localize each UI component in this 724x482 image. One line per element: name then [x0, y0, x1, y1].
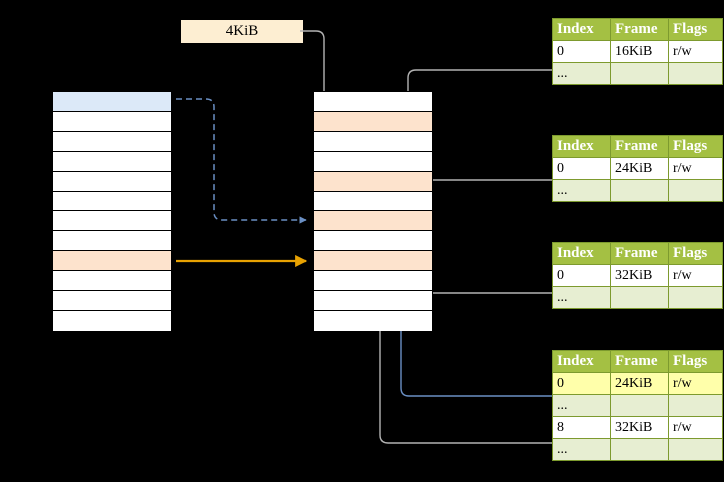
- virtual-page-row-3: [53, 151, 171, 172]
- page-table-4-r2-flags: r/w: [668, 416, 723, 439]
- page-table-3-r1-index: ...: [552, 286, 611, 309]
- page-table-4-header-flags: Flags: [668, 350, 723, 373]
- page-table-2-r0-index: 0: [552, 157, 611, 180]
- page-size-text: 4KiB: [225, 23, 259, 39]
- page-table-4-r2-index: 8: [552, 416, 611, 439]
- page-table-4-r1-frame: [610, 394, 669, 417]
- page-table-4-r0-flags: r/w: [668, 372, 723, 395]
- page-table-1-header-frame: Frame: [610, 18, 669, 41]
- connector-table4-row0-to-frame: [397, 223, 552, 397]
- page-table-2-r0-flags: r/w: [668, 157, 723, 180]
- page-table-1-r1-index: ...: [552, 62, 611, 85]
- physical-frame-row-6: [314, 211, 432, 232]
- virtual-page-row-1: [53, 111, 171, 132]
- page-table-3-header-flags: Flags: [668, 242, 723, 265]
- virtual-page-row-5: [53, 191, 171, 212]
- page-table-1-header-flags: Flags: [668, 18, 723, 41]
- page-table-4-r2-frame: 32KiB: [610, 416, 669, 439]
- page-table-3-r0-index: 0: [552, 264, 611, 287]
- physical-frame-row-9: [314, 271, 432, 292]
- table-row: ...: [552, 179, 723, 202]
- physical-frame-row-5: [314, 191, 432, 212]
- virtual-page-row-10: [53, 291, 171, 311]
- connector-table2-to-frame: [420, 179, 552, 219]
- connector-virtual-blue-page: [176, 98, 307, 224]
- page-table-1-header-index: Index: [552, 18, 611, 41]
- page-table-4-r3-frame: [610, 438, 669, 461]
- page-table-2-header-index: Index: [552, 135, 611, 158]
- physical-frame-row-0: [314, 92, 432, 112]
- page-table-4-r0-frame: 24KiB: [610, 372, 669, 395]
- page-table-4-r1-index: ...: [552, 394, 611, 417]
- physical-frame-row-10: [314, 291, 432, 311]
- page-table-2-r1-index: ...: [552, 179, 611, 202]
- connector-table1-to-frame: [404, 69, 552, 179]
- page-table-3-header-frame: Frame: [610, 242, 669, 265]
- virtual-page-row-2: [53, 131, 171, 152]
- page-table-2-header-frame: Frame: [610, 135, 669, 158]
- physical-frame-row-8: [314, 251, 432, 272]
- page-table-2-r0-frame: 24KiB: [610, 157, 669, 180]
- connector-pagesize-to-frame: [300, 30, 328, 113]
- page-table-4-header-frame: Frame: [610, 350, 669, 373]
- page-table-3-r0-frame: 32KiB: [610, 264, 669, 287]
- virtual-page-row-4: [53, 171, 171, 192]
- virtual-page-row-9: [53, 271, 171, 292]
- page-table-2-header-flags: Flags: [668, 135, 723, 158]
- table-row: ...: [552, 438, 723, 461]
- page-table-1-r0-frame: 16KiB: [610, 40, 669, 63]
- page-table-3-r0-flags: r/w: [668, 264, 723, 287]
- connector-table3-to-frame: [420, 267, 552, 294]
- virtual-address-space-column: [52, 91, 172, 331]
- page-table-2-r1-frame: [610, 179, 669, 202]
- page-table-3-header-index: Index: [552, 242, 611, 265]
- virtual-page-row-7: [53, 231, 171, 252]
- page-table-1-r1-frame: [610, 62, 669, 85]
- page-table-1-r0-index: 0: [552, 40, 611, 63]
- page-table-1-r1-flags: [668, 62, 723, 85]
- physical-frame-row-2: [314, 131, 432, 152]
- page-table-4-header-index: Index: [552, 350, 611, 373]
- page-size-label: 4KiB: [181, 20, 303, 43]
- page-table-3-r1-flags: [668, 286, 723, 309]
- virtual-page-row-11: [53, 310, 171, 331]
- physical-frame-row-11: [314, 310, 432, 331]
- physical-frame-row-4: [314, 171, 432, 192]
- table-row: ...: [552, 62, 723, 85]
- connector-table4-row8-to-frame: [376, 267, 552, 444]
- page-table-2-r1-flags: [668, 179, 723, 202]
- page-table-4-r0-index: 0: [552, 372, 611, 395]
- page-table-4-r1-flags: [668, 394, 723, 417]
- table-row: ...: [552, 394, 723, 417]
- page-table-4-r3-index: ...: [552, 438, 611, 461]
- page-table-1-r0-flags: r/w: [668, 40, 723, 63]
- physical-frame-row-3: [314, 151, 432, 172]
- physical-frame-row-1: [314, 111, 432, 132]
- virtual-page-row-6: [53, 211, 171, 232]
- page-table-3-r1-frame: [610, 286, 669, 309]
- virtual-page-row-0: [53, 92, 171, 112]
- physical-address-space-column: [313, 91, 433, 331]
- page-table-4-r3-flags: [668, 438, 723, 461]
- physical-frame-row-7: [314, 231, 432, 252]
- table-row: ...: [552, 286, 723, 309]
- virtual-page-row-8: [53, 251, 171, 272]
